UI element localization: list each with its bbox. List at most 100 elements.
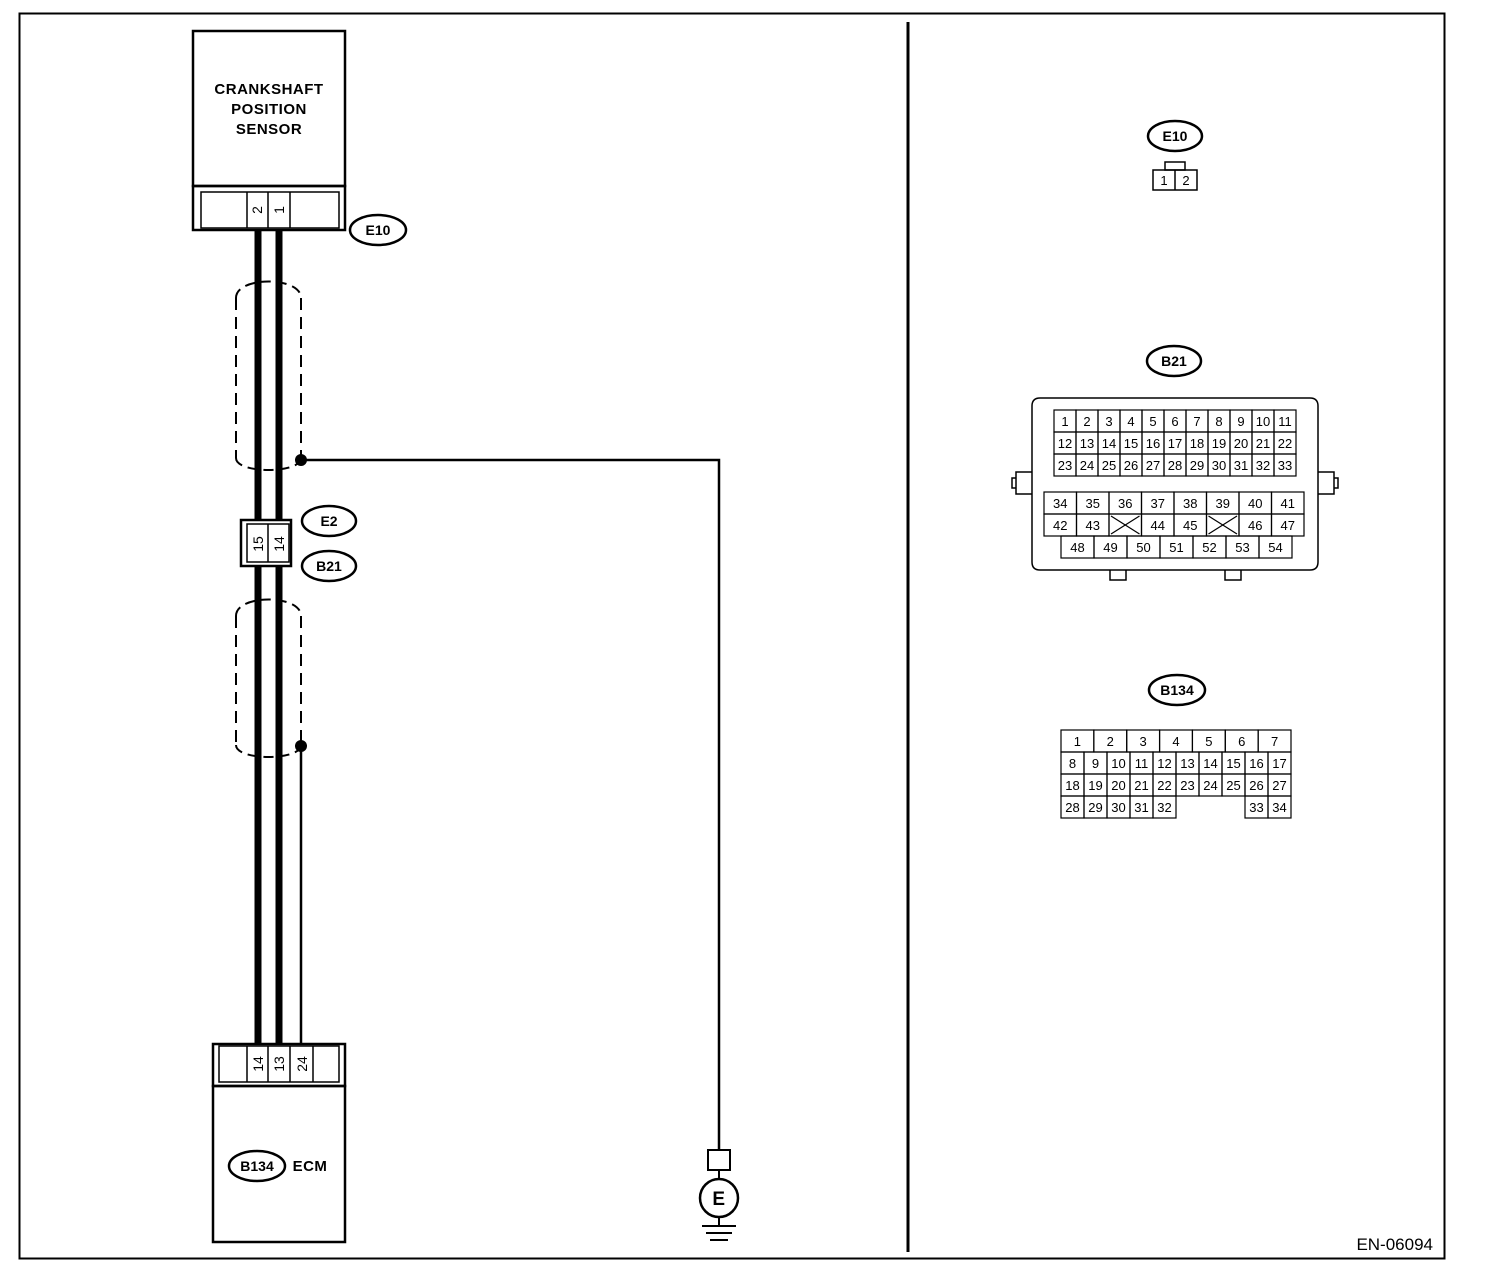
ground-label: E xyxy=(712,1189,725,1210)
b21-pin-number: 47 xyxy=(1281,518,1295,533)
b134-pin-number: 12 xyxy=(1157,756,1171,771)
sensor-title-line-1: CRANKSHAFT xyxy=(214,81,323,98)
b21-pin-number: 3 xyxy=(1105,414,1112,429)
b134-pin-number: 32 xyxy=(1157,800,1171,815)
ground-symbol: E xyxy=(698,1149,740,1241)
svg-text:B21: B21 xyxy=(316,558,342,574)
b21-pin-number: 49 xyxy=(1103,540,1117,555)
b21-cavity-blank xyxy=(1110,515,1140,535)
ecm-pin-14: 14 xyxy=(250,1056,266,1072)
joint-pin-14: 14 xyxy=(271,536,287,552)
b21-pin-cell xyxy=(1258,535,1293,559)
b134-pin-cell xyxy=(1267,795,1292,819)
b21-pin-number: 36 xyxy=(1118,496,1132,511)
figure-id: EN-06094 xyxy=(1356,1235,1433,1254)
b21-pin-number: 41 xyxy=(1281,496,1295,511)
b134-pin-number: 7 xyxy=(1271,734,1278,749)
b21-pin-number: 11 xyxy=(1278,414,1292,429)
b21-pin-number: 14 xyxy=(1102,436,1116,451)
b134-pin-number: 1 xyxy=(1074,734,1081,749)
svg-text:E10: E10 xyxy=(366,222,391,238)
b134-pin-number: 20 xyxy=(1111,778,1125,793)
b21-pin-number: 54 xyxy=(1268,540,1282,555)
b134-pin-number: 8 xyxy=(1069,756,1076,771)
b134-pin-number: 4 xyxy=(1172,734,1179,749)
b21-pin-number: 30 xyxy=(1212,458,1226,473)
b134-pin-number: 29 xyxy=(1088,800,1102,815)
b21-pin-number: 25 xyxy=(1102,458,1116,473)
b134-pin-number: 3 xyxy=(1140,734,1147,749)
b21-pin-number: 26 xyxy=(1124,458,1138,473)
b21-pin-number: 10 xyxy=(1256,414,1270,429)
crankshaft-position-sensor: CRANKSHAFT POSITION SENSOR 2 1 xyxy=(191,29,347,232)
b21-pin-number: 53 xyxy=(1235,540,1249,555)
connector-view-b21-id: B21 xyxy=(1161,353,1187,369)
b21-pin-number: 33 xyxy=(1278,458,1292,473)
connector-tag-b21-wiring: B21 xyxy=(300,549,358,583)
b21-pin-number: 39 xyxy=(1216,496,1230,511)
b134-pin-number: 2 xyxy=(1107,734,1114,749)
b134-pin-number: 34 xyxy=(1272,800,1286,815)
b21-pin-number: 19 xyxy=(1212,436,1226,451)
connector-view-e10-id: E10 xyxy=(1163,128,1188,144)
sensor-title-line-3: SENSOR xyxy=(236,121,302,138)
b21-pin-number: 18 xyxy=(1190,436,1204,451)
b21-pin-number: 13 xyxy=(1080,436,1094,451)
b21-pin-number: 37 xyxy=(1151,496,1165,511)
b21-pin-number: 43 xyxy=(1086,518,1100,533)
b21-pin-number: 29 xyxy=(1190,458,1204,473)
b21-pin-number: 5 xyxy=(1149,414,1156,429)
b134-pin-number: 21 xyxy=(1134,778,1148,793)
b21-pin-number: 21 xyxy=(1256,436,1270,451)
e10-pin-2: 2 xyxy=(1182,173,1189,188)
ground-wire xyxy=(301,458,721,1150)
b21-pin-number: 44 xyxy=(1151,518,1165,533)
b134-pin-number: 25 xyxy=(1226,778,1240,793)
ecm-label: ECM xyxy=(293,1158,328,1175)
b21-pin-number: 24 xyxy=(1080,458,1094,473)
b134-pin-number: 18 xyxy=(1065,778,1079,793)
sensor-pin-2: 2 xyxy=(249,206,265,214)
b21-pin-number: 40 xyxy=(1248,496,1262,511)
sensor-pin-1: 1 xyxy=(271,206,287,214)
b21-pin-number: 51 xyxy=(1169,540,1183,555)
sensor-title-line-2: POSITION xyxy=(231,101,307,118)
b134-pin-number: 17 xyxy=(1272,756,1286,771)
b21-pin-number: 23 xyxy=(1058,458,1072,473)
b21-pin-number: 45 xyxy=(1183,518,1197,533)
b134-pin-number: 19 xyxy=(1088,778,1102,793)
b21-pin-number: 34 xyxy=(1053,496,1067,511)
b134-pin-number: 33 xyxy=(1249,800,1263,815)
ecm-pin-13: 13 xyxy=(271,1056,287,1072)
b134-pin-number: 31 xyxy=(1134,800,1148,815)
b134-pin-number: 5 xyxy=(1205,734,1212,749)
b134-pin-number: 11 xyxy=(1135,756,1149,771)
b21-pin-number: 9 xyxy=(1237,414,1244,429)
b21-pin-number: 17 xyxy=(1168,436,1182,451)
b21-pin-number: 8 xyxy=(1215,414,1222,429)
b134-pin-number: 13 xyxy=(1180,756,1194,771)
b21-pin-number: 16 xyxy=(1146,436,1160,451)
connector-tag-e2: E2 xyxy=(300,504,358,538)
b21-pin-number: 46 xyxy=(1248,518,1262,533)
ecm-pin-24: 24 xyxy=(294,1056,310,1072)
b134-pin-number: 16 xyxy=(1249,756,1263,771)
b134-pin-number: 27 xyxy=(1272,778,1286,793)
b134-pin-number: 15 xyxy=(1226,756,1240,771)
b134-pin-number: 24 xyxy=(1203,778,1217,793)
ecm: 14 13 24 B134 ECM xyxy=(211,1042,347,1244)
b134-pin-number: 9 xyxy=(1092,756,1099,771)
b21-pin-number: 15 xyxy=(1124,436,1138,451)
svg-text:E2: E2 xyxy=(320,513,337,529)
b21-pin-number: 27 xyxy=(1146,458,1160,473)
b134-pin-number: 10 xyxy=(1111,756,1125,771)
b134-pin-number: 6 xyxy=(1238,734,1245,749)
b21-cavity-blank xyxy=(1208,515,1238,535)
b21-pin-number: 22 xyxy=(1278,436,1292,451)
b21-pin-number: 2 xyxy=(1083,414,1090,429)
b21-pin-number: 1 xyxy=(1061,414,1068,429)
b21-pin-number: 7 xyxy=(1193,414,1200,429)
